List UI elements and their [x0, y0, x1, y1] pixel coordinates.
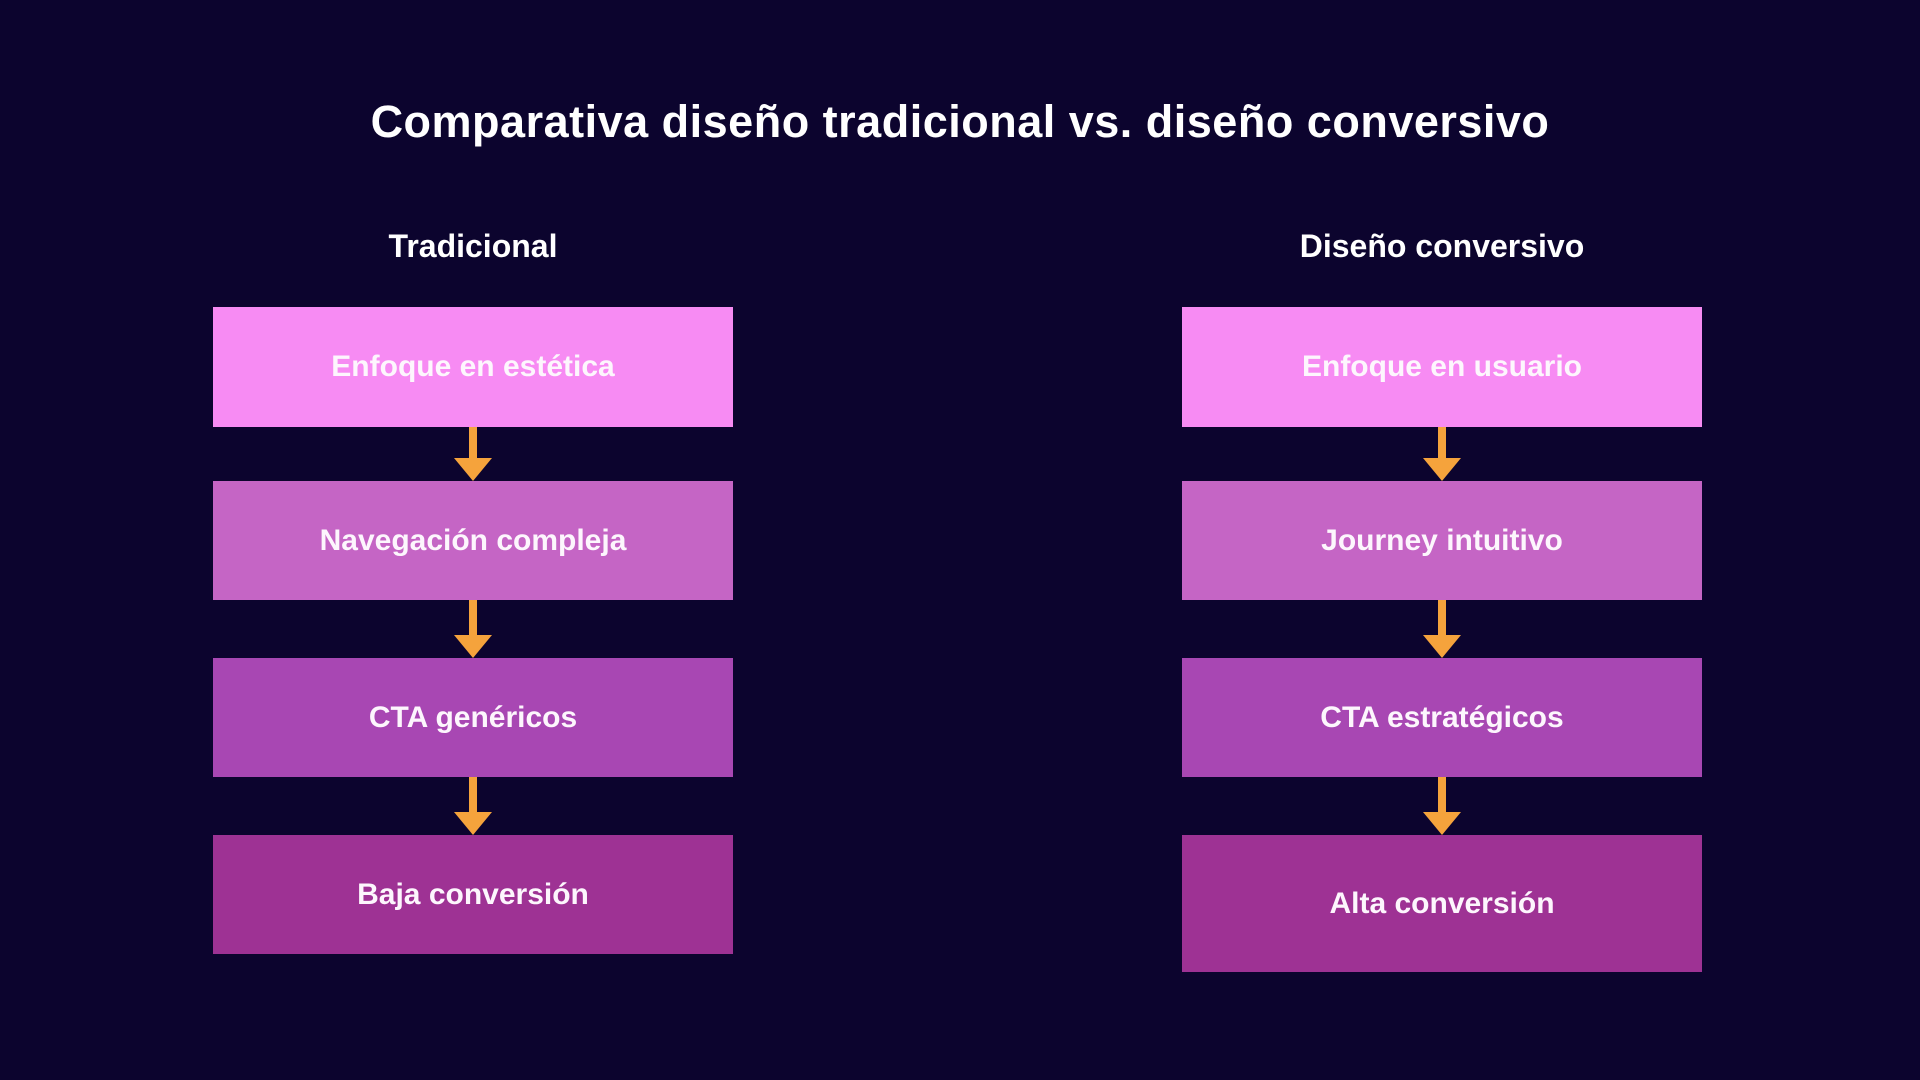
arrow-stem	[469, 777, 477, 814]
column-conversivo: Diseño conversivo Enfoque en usuario Jou…	[1182, 0, 1702, 1080]
flow-box-label: Navegación compleja	[319, 523, 627, 557]
flow-box-label: CTA estratégicos	[1320, 700, 1564, 734]
column-heading-traditional: Tradicional	[388, 228, 558, 264]
flow-box-label: Enfoque en usuario	[1301, 350, 1583, 383]
flow-box-navegacion-compleja: Navegación compleja	[213, 481, 733, 600]
flow-box-label: Journey intuitivo	[1321, 523, 1563, 557]
arrow-head	[1423, 812, 1461, 835]
column-traditional: Tradicional Enfoque en estética Navegaci…	[213, 0, 733, 1080]
arrow-down-icon	[1423, 427, 1461, 481]
flow-box-journey-intuitivo: Journey intuitivo	[1182, 481, 1702, 600]
flow-box-label: Alta conversión	[1329, 886, 1555, 920]
arrow-stem	[469, 427, 477, 460]
arrow-down-icon	[454, 600, 492, 658]
arrow-head	[1423, 458, 1461, 481]
arrow-stem	[469, 600, 477, 637]
flow-box-enfoque-estetica: Enfoque en estética	[213, 307, 733, 427]
flow-box-cta-estrategicos: CTA estratégicos	[1182, 658, 1702, 777]
arrow-down-icon	[1423, 600, 1461, 658]
arrow-head	[1423, 635, 1461, 658]
arrow-head	[454, 812, 492, 835]
flow-box-cta-genericos: CTA genéricos	[213, 658, 733, 777]
column-heading-conversivo: Diseño conversivo	[1299, 228, 1585, 264]
page-title: Comparativa diseño tradicional vs. diseñ…	[370, 96, 1550, 147]
arrow-stem	[1438, 427, 1446, 460]
flow-box-label: Baja conversión	[357, 877, 589, 911]
flow-box-label: Enfoque en estética	[331, 350, 615, 383]
arrow-down-icon	[454, 777, 492, 835]
arrow-head	[454, 635, 492, 658]
flow-box-label: CTA genéricos	[368, 700, 578, 734]
arrow-down-icon	[454, 427, 492, 481]
flow-box-alta-conversion: Alta conversión	[1182, 835, 1702, 972]
flow-box-enfoque-usuario: Enfoque en usuario	[1182, 307, 1702, 427]
arrow-stem	[1438, 777, 1446, 814]
arrow-head	[454, 458, 492, 481]
arrow-stem	[1438, 600, 1446, 637]
flow-box-baja-conversion: Baja conversión	[213, 835, 733, 954]
arrow-down-icon	[1423, 777, 1461, 835]
